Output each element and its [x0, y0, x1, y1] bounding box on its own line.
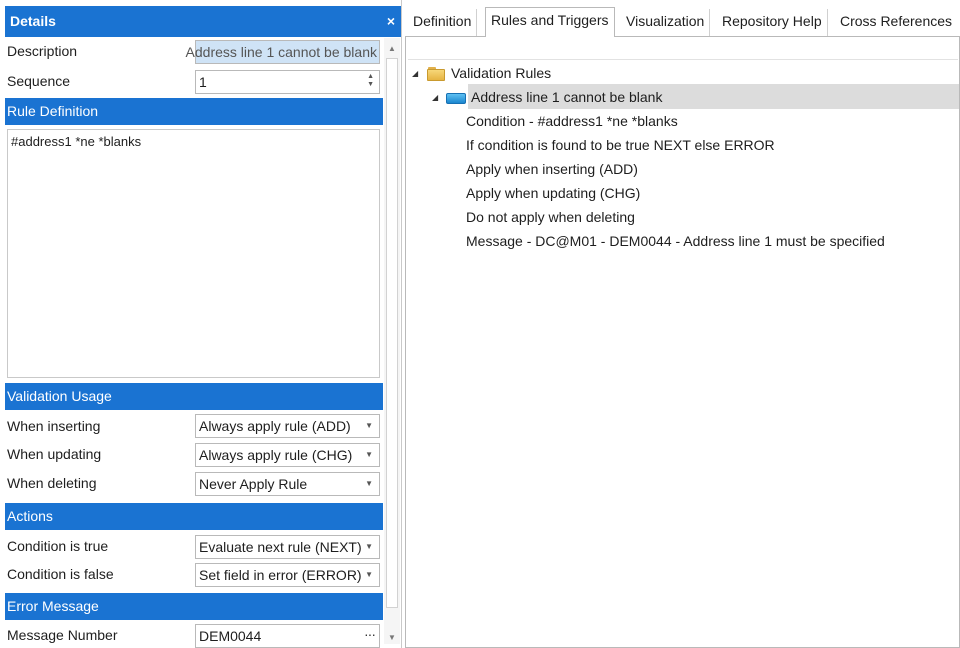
tree-detail-apply-updating[interactable]: Apply when updating (CHG) [466, 185, 641, 201]
tab-rules-and-triggers[interactable]: Rules and Triggers [485, 7, 615, 37]
message-number-label: Message Number [7, 627, 118, 643]
details-panel: Details × Description Address line 1 can… [0, 0, 402, 648]
rule-icon [446, 93, 466, 104]
rule-definition-text: #address1 *ne *blanks [11, 134, 142, 149]
details-header: Details × [5, 6, 401, 37]
when-inserting-select[interactable]: Always apply rule (ADD) ▼ [195, 414, 380, 438]
tree-root-validation-rules[interactable]: Validation Rules [451, 65, 552, 81]
tree-detail-apply-inserting[interactable]: Apply when inserting (ADD) [466, 161, 638, 177]
when-inserting-value: Always apply rule (ADD) [199, 418, 351, 434]
editor-panel: Definition Rules and Triggers Visualizat… [405, 0, 960, 648]
triangle-expanded-icon[interactable]: ◢ [432, 93, 439, 102]
when-deleting-value: Never Apply Rule [199, 476, 308, 492]
scroll-thumb[interactable] [386, 58, 398, 608]
tree-rule-address-line[interactable]: Address line 1 cannot be blank [471, 89, 663, 105]
folder-icon [427, 67, 445, 81]
sequence-value: 1 [199, 74, 207, 90]
tab-cross-references[interactable]: Cross References [840, 13, 953, 29]
tree-detail-condition[interactable]: Condition - #address1 *ne *blanks [466, 113, 678, 129]
condition-false-label: Condition is false [7, 566, 114, 582]
validation-usage-header: Validation Usage [5, 383, 383, 410]
when-updating-select[interactable]: Always apply rule (CHG) ▼ [195, 443, 380, 467]
tab-repository-help[interactable]: Repository Help [717, 9, 828, 36]
condition-true-select[interactable]: Evaluate next rule (NEXT) ▼ [195, 535, 380, 559]
tree-detail-message[interactable]: Message - DC@M01 - DEM0044 - Address lin… [466, 233, 885, 249]
sequence-field[interactable]: 1 ▲▼ [195, 70, 380, 94]
description-field[interactable]: Address line 1 cannot be blank [186, 40, 380, 64]
tree-row-selected[interactable] [468, 84, 959, 109]
actions-header: Actions [5, 503, 383, 530]
tree-detail-if-condition[interactable]: If condition is found to be true NEXT el… [466, 137, 775, 153]
tab-visualization[interactable]: Visualization [621, 9, 711, 36]
condition-false-value: Set field in error (ERROR) [199, 567, 362, 583]
details-scrollbar[interactable]: ▲ ▼ [384, 38, 400, 644]
chevron-down-icon[interactable]: ▼ [365, 421, 373, 430]
chevron-down-icon[interactable]: ▼ [362, 536, 373, 558]
sequence-label: Sequence [7, 73, 71, 89]
rules-tree-view: ◢ Validation Rules ◢ Address line 1 cann… [405, 36, 960, 648]
ellipsis-icon[interactable]: ··· [364, 626, 376, 642]
condition-false-select[interactable]: Set field in error (ERROR) ▼ [195, 563, 380, 587]
when-deleting-select[interactable]: Never Apply Rule ▼ [195, 472, 380, 496]
chevron-down-icon[interactable]: ▼ [365, 450, 373, 459]
when-inserting-label: When inserting [7, 418, 101, 434]
tab-definition[interactable]: Definition [408, 9, 478, 36]
when-updating-label: When updating [7, 446, 102, 462]
description-label: Description [7, 43, 78, 59]
error-message-header: Error Message [5, 593, 383, 620]
scroll-down-icon[interactable]: ▼ [388, 633, 396, 642]
condition-true-value: Evaluate next rule (NEXT) [199, 539, 362, 555]
message-number-field[interactable]: DEM0044 ··· [195, 624, 380, 648]
when-updating-value: Always apply rule (CHG) [199, 447, 353, 463]
divider [408, 59, 958, 60]
triangle-expanded-icon[interactable]: ◢ [412, 69, 419, 78]
scroll-up-icon[interactable]: ▲ [388, 44, 396, 53]
close-icon[interactable]: × [386, 13, 395, 29]
details-title: Details [10, 13, 56, 29]
chevron-down-icon[interactable]: ▼ [365, 479, 373, 488]
tree-detail-not-deleting[interactable]: Do not apply when deleting [466, 209, 635, 225]
description-value: Address line 1 cannot be blank [185, 44, 377, 60]
rule-definition-textarea[interactable]: #address1 *ne *blanks [7, 129, 380, 378]
chevron-down-icon[interactable]: ▼ [362, 564, 373, 586]
tab-strip: Definition Rules and Triggers Visualizat… [405, 7, 960, 37]
rule-definition-header: Rule Definition [5, 98, 383, 125]
when-deleting-label: When deleting [7, 475, 97, 491]
message-number-value: DEM0044 [199, 628, 262, 644]
condition-true-label: Condition is true [7, 538, 109, 554]
spinner-icon[interactable]: ▲▼ [367, 73, 374, 88]
